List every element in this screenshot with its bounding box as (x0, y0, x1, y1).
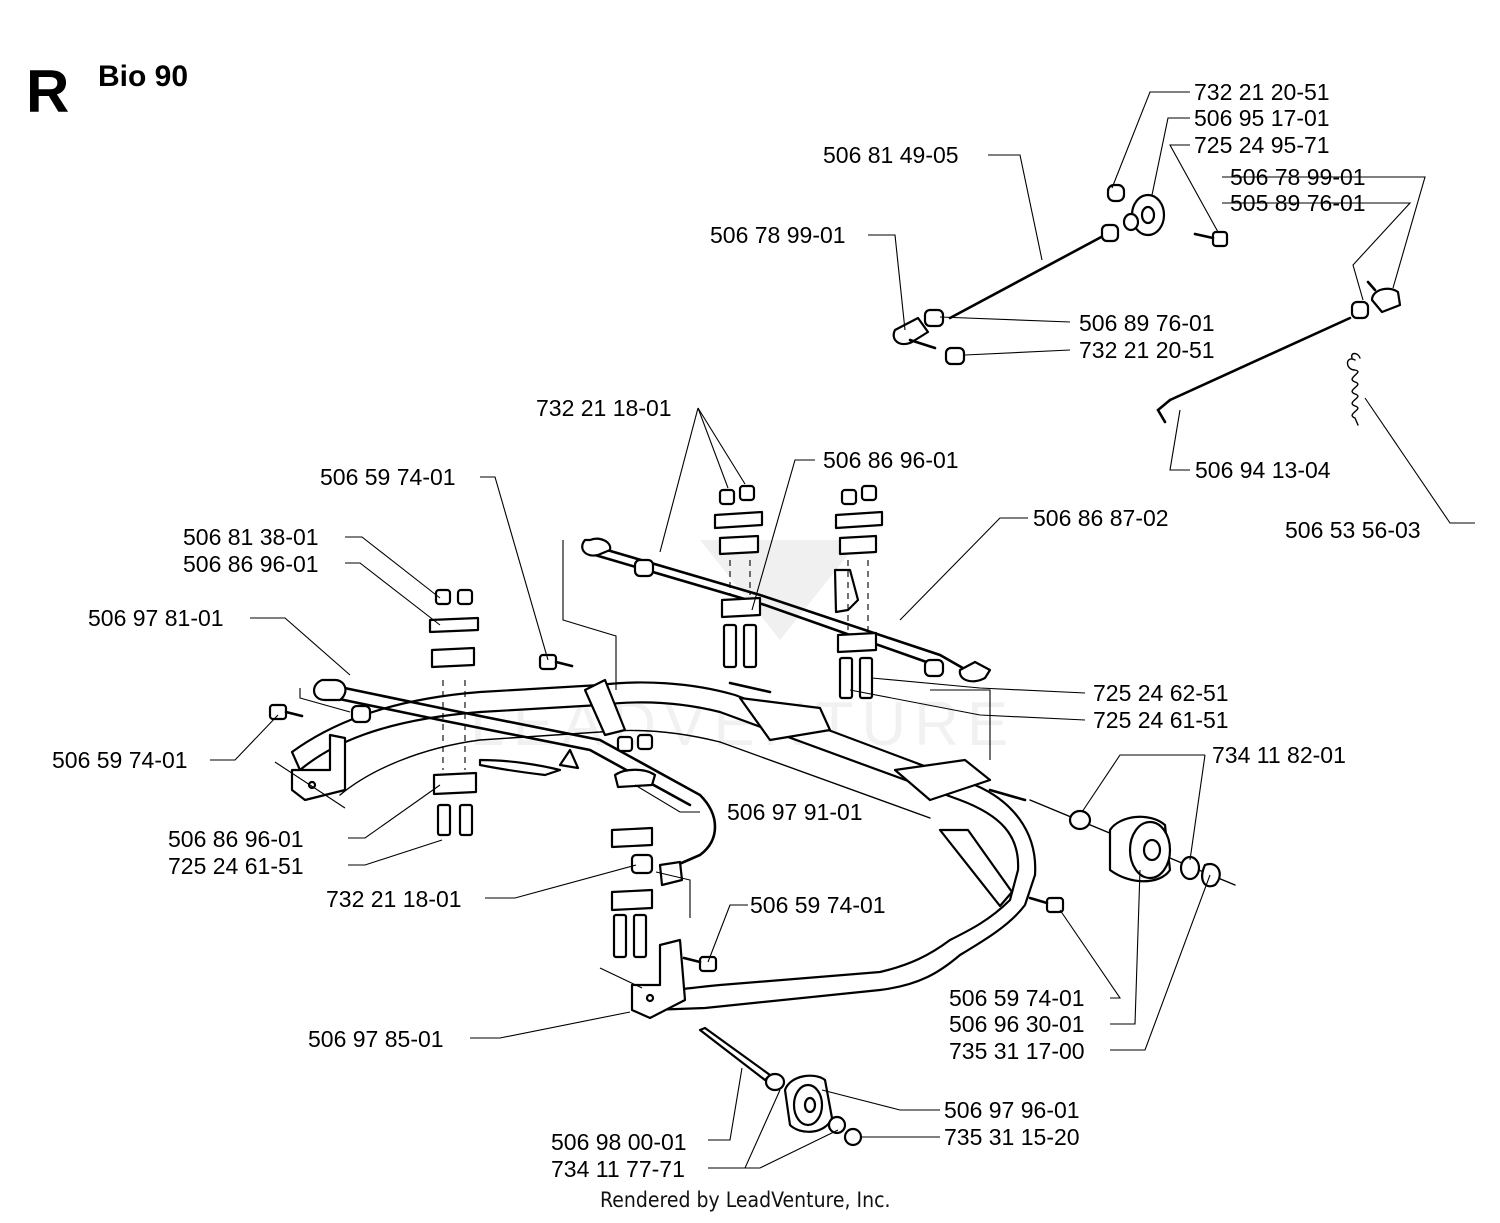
footer-credit: Rendered by LeadVenture, Inc. (600, 1188, 891, 1212)
part-label: 506 98 00-01 (551, 1129, 687, 1155)
rear-wheel-assembly (1029, 799, 1236, 888)
part-label: 506 78 99-01 (1230, 164, 1366, 190)
clamp-stack-mid (713, 484, 764, 669)
part-label: 506 59 74-01 (320, 464, 456, 490)
section-letter: R (26, 58, 70, 125)
part-label: 735 31 15-20 (944, 1124, 1080, 1150)
part-label: 506 86 87-02 (1033, 505, 1169, 531)
part-label: 734 11 82-01 (1212, 742, 1346, 768)
part-label: 506 97 91-01 (727, 799, 863, 825)
part-label: 506 59 74-01 (52, 747, 188, 773)
front-bracket (630, 938, 687, 1020)
clamp-stack-front (610, 733, 657, 959)
loose-fasteners (268, 558, 1065, 973)
top-linkage (892, 183, 1229, 366)
part-label: 732 21 20-51 (1079, 337, 1215, 363)
right-linkage (1156, 280, 1402, 424)
part-label: 506 86 96-01 (823, 447, 959, 473)
spring (1346, 352, 1361, 426)
part-label: 506 78 99-01 (710, 222, 846, 248)
part-label: 506 81 49-05 (823, 142, 959, 168)
part-label: 506 97 96-01 (944, 1097, 1080, 1123)
part-label: 725 24 61-51 (168, 853, 304, 879)
part-label: 506 86 96-01 (183, 551, 319, 577)
part-label: 506 95 17-01 (1194, 105, 1330, 131)
front-wheel-assembly (698, 1026, 863, 1147)
part-label: 725 24 95-71 (1194, 132, 1330, 158)
part-label: 732 21 18-01 (536, 395, 672, 421)
part-label: 735 31 17-00 (949, 1038, 1085, 1064)
clamp-stack-left (428, 588, 480, 837)
part-label: 506 81 38-01 (183, 524, 319, 550)
part-label: 734 11 77-71 (551, 1156, 685, 1182)
part-label: 732 21 20-51 (1194, 79, 1330, 105)
model-title: Bio 90 (98, 60, 189, 93)
watermark-logo (700, 540, 860, 640)
part-label: 725 24 61-51 (1093, 707, 1229, 733)
part-label: 506 86 96-01 (168, 826, 304, 852)
clamp-stack-right (834, 484, 884, 700)
part-label: 506 97 81-01 (88, 605, 224, 631)
part-label: 725 24 62-51 (1093, 680, 1229, 706)
part-label: 732 21 18-01 (326, 886, 462, 912)
frame-brackets (478, 678, 1027, 802)
leader-lines (210, 91, 1475, 1169)
part-label: 506 96 30-01 (949, 1011, 1085, 1037)
part-label: 505 89 76-01 (1230, 190, 1366, 216)
part-label: 506 97 85-01 (308, 1026, 444, 1052)
part-label: 506 59 74-01 (949, 985, 1085, 1011)
part-label: 506 89 76-01 (1079, 310, 1215, 336)
part-labels: 732 21 20-51 506 95 17-01 725 24 95-71 5… (52, 79, 1421, 1182)
part-label: 506 94 13-04 (1195, 457, 1331, 483)
part-label: 506 59 74-01 (750, 892, 886, 918)
part-label: 506 53 56-03 (1285, 517, 1421, 543)
